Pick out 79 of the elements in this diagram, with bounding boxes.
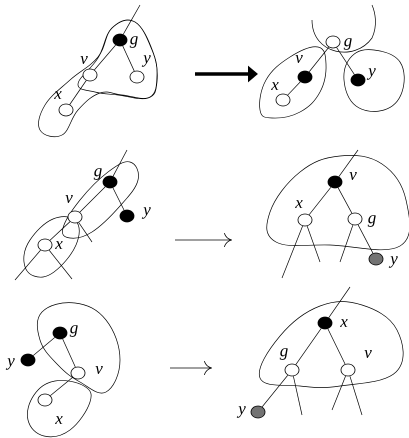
- subtree-line: [282, 226, 303, 278]
- node-label: g: [94, 168, 102, 180]
- node-label: v: [364, 350, 372, 358]
- node-label: v: [80, 56, 88, 64]
- tree-edge: [338, 187, 352, 214]
- tree-node: [102, 176, 118, 188]
- node-label: x: [54, 91, 62, 99]
- node-label: y: [366, 68, 376, 80]
- tree-node: [52, 326, 68, 340]
- subtree-line: [338, 150, 358, 177]
- tree-edge: [296, 328, 322, 365]
- node-label: g: [70, 325, 78, 337]
- node-label: v: [65, 195, 73, 203]
- subtree-line: [328, 286, 350, 318]
- node-label: v: [295, 55, 303, 63]
- subtree-line: [306, 226, 320, 262]
- subtree-line: [350, 376, 362, 416]
- tree-edge: [62, 338, 76, 368]
- node-label: y: [6, 358, 15, 370]
- node-label: x: [340, 319, 348, 327]
- node-label: y: [388, 256, 398, 268]
- tree-node: [112, 34, 128, 46]
- node-label: x: [55, 416, 63, 424]
- tree-node: [250, 406, 266, 418]
- tree-node: [350, 74, 366, 86]
- node-label: g: [368, 215, 376, 227]
- tree-node: [20, 354, 36, 366]
- tree-edge: [262, 374, 288, 408]
- subtree-line: [14, 250, 41, 280]
- tree-node: [68, 210, 82, 224]
- tree-node: [120, 210, 134, 222]
- tree-node: [368, 252, 384, 266]
- tree-node: [318, 316, 332, 330]
- subtree-line: [122, 4, 140, 35]
- node-label: v: [95, 366, 103, 374]
- tree-edge: [287, 82, 301, 96]
- tree-node: [38, 238, 52, 252]
- tree-node: [326, 36, 340, 48]
- tree-edge: [94, 44, 116, 70]
- tree-node: [340, 364, 356, 376]
- tree-node: [38, 394, 52, 406]
- node-label: v: [349, 172, 357, 180]
- node-label: x: [271, 82, 279, 90]
- tree-node: [70, 366, 86, 380]
- node-label: x: [55, 241, 63, 249]
- tree-edge: [50, 221, 70, 241]
- tree-edge: [112, 188, 124, 210]
- tree-node: [130, 70, 144, 84]
- tree-node: [276, 94, 290, 106]
- subtree-line: [332, 376, 346, 410]
- tree-node: [298, 70, 312, 84]
- tree-node: [58, 104, 74, 116]
- node-label: g: [344, 38, 352, 50]
- tree-edge: [308, 46, 330, 72]
- tree-edge: [328, 328, 346, 364]
- subtree-line: [112, 150, 128, 177]
- node-label: g: [280, 348, 288, 360]
- node-label: y: [142, 55, 151, 67]
- tree-edge: [80, 186, 106, 212]
- tree-node: [284, 364, 300, 376]
- tree-node: [298, 214, 312, 226]
- node-label: g: [130, 36, 138, 48]
- node-label: y: [142, 207, 151, 219]
- tree-edge: [336, 47, 355, 75]
- tree-edge: [358, 224, 374, 254]
- subtree-line: [340, 224, 354, 262]
- tree-edge: [50, 377, 73, 396]
- tree-edge: [122, 46, 135, 72]
- tree-edge: [308, 186, 332, 216]
- node-label: x: [295, 200, 303, 208]
- node-label: y: [236, 406, 246, 418]
- tree-node: [82, 68, 98, 82]
- tree-edge: [69, 80, 87, 105]
- tree-node: [328, 176, 342, 188]
- subtree-line: [48, 250, 72, 280]
- tree-edge: [32, 337, 56, 356]
- subtree-line: [78, 222, 92, 242]
- subtree-line: [293, 376, 302, 416]
- tree-node: [348, 212, 362, 226]
